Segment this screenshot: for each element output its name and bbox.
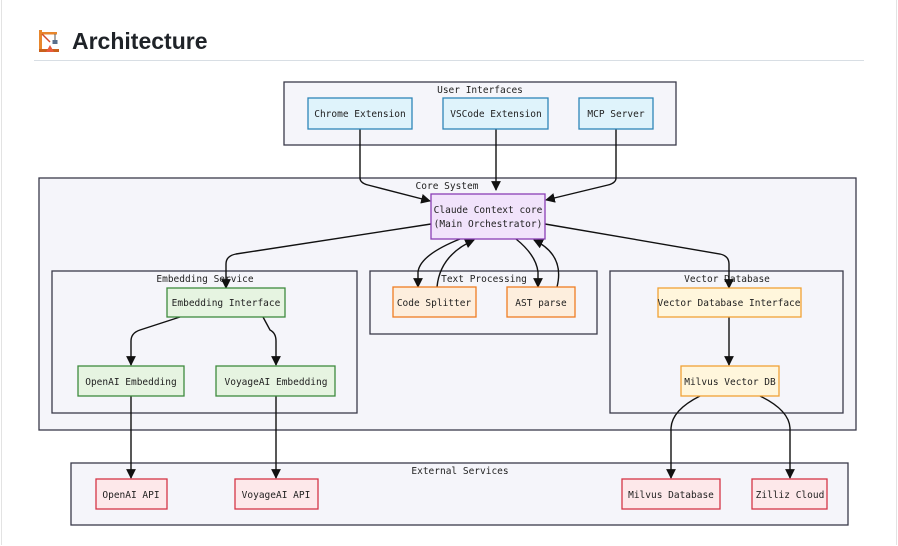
node-openai-api-label: OpenAI API [102, 490, 159, 501]
node-openai-api: OpenAI API [95, 478, 168, 510]
edge-embedding-to-openai-embedding [126, 316, 181, 366]
node-vector-database-interface-label: Vector Database Interface [658, 298, 801, 309]
construction-crane-icon [39, 30, 59, 52]
group-external-services: External Services [70, 462, 849, 526]
edge-embedding-to-voyageai-embedding [262, 316, 281, 366]
edge-code-splitter-to-core [436, 239, 475, 288]
node-embedding-interface-label: Embedding Interface [172, 298, 281, 309]
section-heading: Architecture [36, 24, 207, 58]
edges [126, 129, 795, 479]
node-zilliz-cloud: Zilliz Cloud [751, 478, 828, 510]
group-core-system-label: Core System [416, 181, 479, 192]
edge-core-to-embedding-interface [221, 223, 432, 289]
node-vector-database-interface: Vector Database Interface [657, 287, 802, 318]
node-milvus-vector-db-label: Milvus Vector DB [684, 377, 776, 388]
group-external-services-label: External Services [411, 466, 508, 477]
node-vscode-extension: VSCode Extension [442, 97, 549, 130]
edge-core-to-vector-interface [544, 223, 734, 289]
node-chrome-extension-label: Chrome Extension [314, 109, 406, 120]
node-claude-context-core: Claude Context core (Main Orchestrator) [430, 193, 546, 240]
edge-milvus-vector-db-to-zilliz-cloud [759, 395, 795, 479]
edge-ast-parse-to-core [533, 239, 560, 288]
node-code-splitter: Code Splitter [392, 286, 477, 318]
node-claude-context-core-label-line1: Claude Context core [434, 205, 543, 216]
edge-core-to-code-splitter [413, 238, 461, 288]
node-mcp-server-label: MCP Server [587, 109, 644, 120]
node-voyageai-api-label: VoyageAI API [242, 490, 311, 501]
node-milvus-vector-db: Milvus Vector DB [680, 365, 780, 397]
heading-divider [34, 60, 864, 61]
group-user-interfaces-label: User Interfaces [437, 85, 523, 96]
node-claude-context-core-label-line2: (Main Orchestrator) [434, 219, 543, 230]
node-chrome-extension: Chrome Extension [307, 97, 413, 130]
node-ast-parse: AST parse [506, 286, 576, 318]
group-embedding-service-label: Embedding Service [156, 274, 254, 285]
group-text-processing-label: Text Processing [441, 274, 527, 285]
node-voyageai-embedding: VoyageAI Embedding [215, 365, 336, 397]
edge-chrome-to-core [359, 129, 431, 204]
node-embedding-interface: Embedding Interface [166, 287, 286, 318]
edge-core-to-ast-parse [515, 238, 543, 288]
node-milvus-database-label: Milvus Database [628, 490, 714, 501]
node-voyageai-embedding-label: VoyageAI Embedding [225, 377, 328, 388]
node-ast-parse-label: AST parse [515, 298, 567, 309]
page-title: Architecture [72, 27, 208, 54]
node-openai-embedding: OpenAI Embedding [77, 365, 185, 397]
node-zilliz-cloud-label: Zilliz Cloud [756, 490, 825, 501]
edge-mcp-to-core [545, 129, 617, 203]
node-mcp-server: MCP Server [578, 97, 654, 130]
node-vscode-extension-label: VSCode Extension [450, 109, 542, 120]
node-openai-embedding-label: OpenAI Embedding [85, 377, 177, 388]
node-code-splitter-label: Code Splitter [397, 298, 472, 309]
node-milvus-database: Milvus Database [621, 478, 721, 510]
nodes: Chrome Extension VSCode Extension MCP Se… [77, 97, 828, 510]
group-vector-database-label: Vector Database [684, 274, 770, 285]
edge-milvus-vector-db-to-milvus-database [666, 395, 701, 479]
node-voyageai-api: VoyageAI API [234, 478, 319, 510]
